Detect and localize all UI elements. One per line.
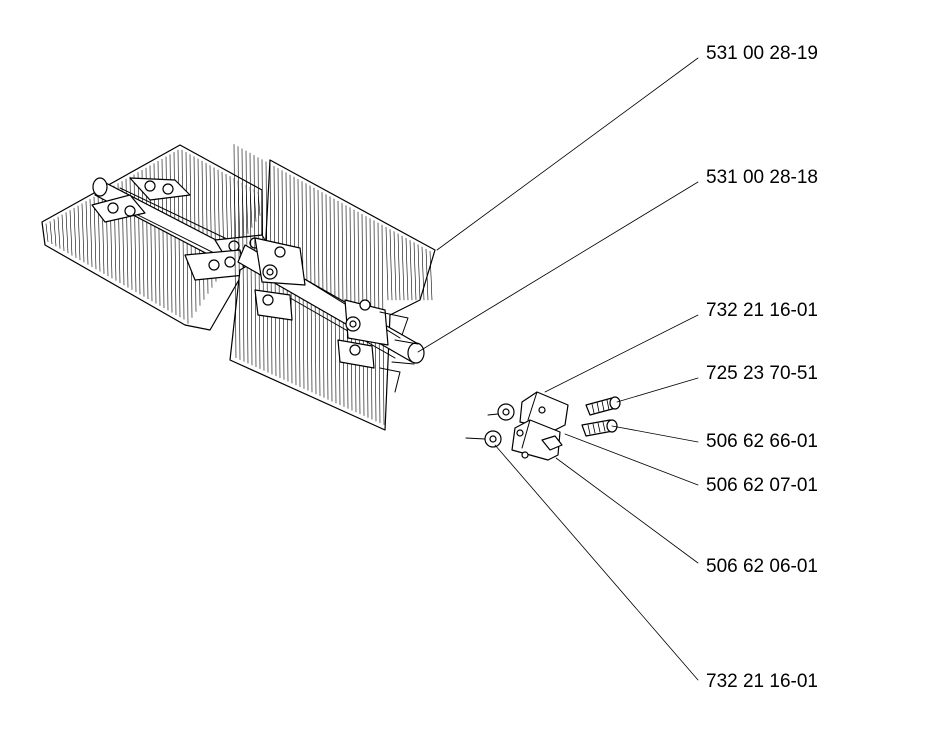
upper-bolt-shape	[585, 396, 621, 416]
leader-506-62-07-01	[564, 433, 699, 486]
lower-bolt-shape	[581, 419, 618, 437]
leader-531-00-28-18	[417, 181, 699, 353]
lower-clamp-shape	[511, 419, 563, 461]
front-brush-bristles	[229, 144, 436, 431]
upper-nut-shape	[487, 403, 515, 421]
rear-brush-hardware	[91, 177, 273, 281]
leader-lines	[417, 57, 699, 681]
part-label-lower-bolt[interactable]: 506 62 66-01	[706, 431, 818, 452]
front-brush-shaft	[237, 237, 425, 393]
lower-nut-shape	[465, 430, 502, 448]
leader-531-00-28-19	[436, 57, 699, 251]
part-label-upper-bolt[interactable]: 725 23 70-51	[706, 363, 818, 384]
part-label-lower-nut[interactable]: 732 21 16-01	[706, 671, 818, 692]
leader-506-62-66-01	[611, 425, 699, 443]
leader-725-23-70-51	[616, 377, 699, 403]
part-label-upper-clamp[interactable]: 506 62 07-01	[706, 475, 818, 496]
part-label-brush-shaft[interactable]: 531 00 28-18	[706, 167, 818, 188]
leader-732-21-16-01-top	[544, 314, 699, 393]
part-label-upper-nut[interactable]: 732 21 16-01	[706, 300, 818, 321]
part-label-brush-segment[interactable]: 531 00 28-19	[706, 43, 818, 64]
leader-732-21-16-01-bottom	[494, 444, 699, 681]
leader-506-62-06-01	[555, 457, 699, 564]
part-label-lower-clamp[interactable]: 506 62 06-01	[706, 556, 818, 577]
rear-brush-bristles	[41, 144, 263, 331]
